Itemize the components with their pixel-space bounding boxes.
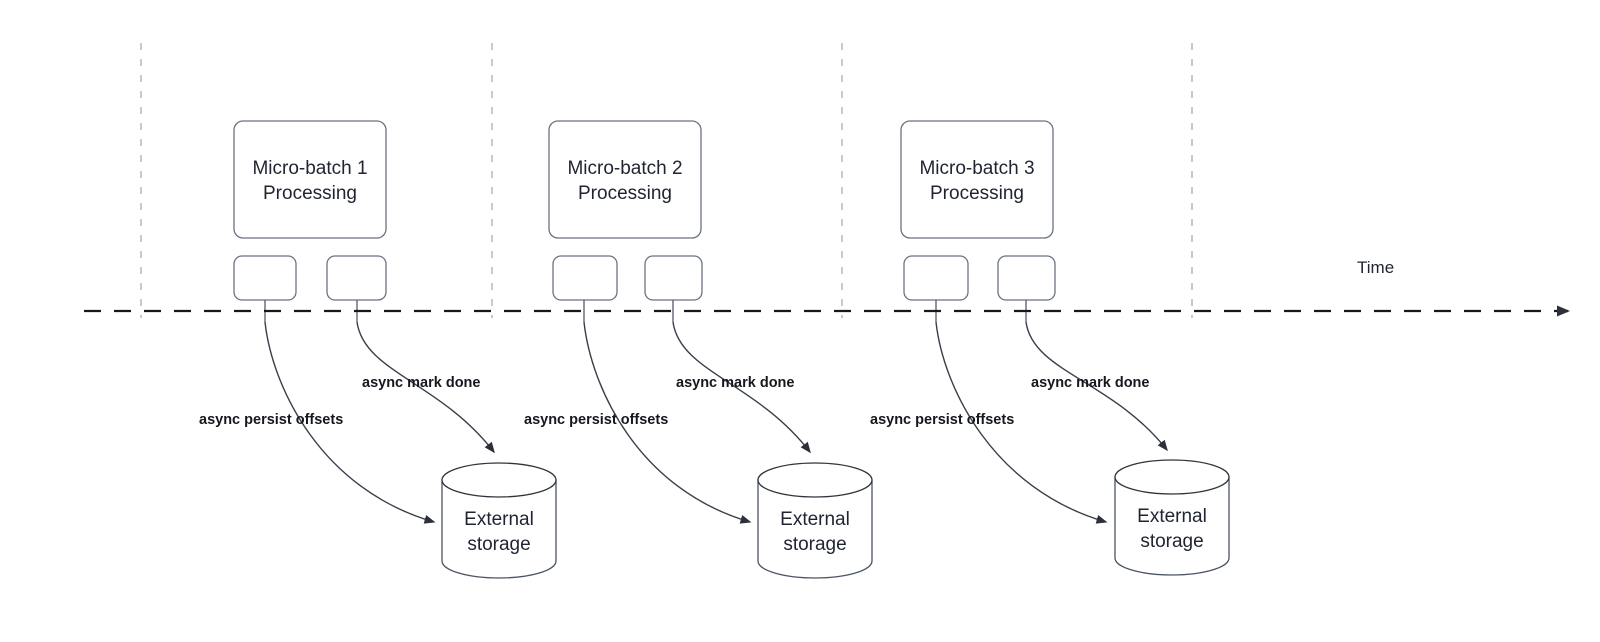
mark-done-1-label: async mark done	[362, 375, 480, 391]
persist-offsets-3-arrow	[935, 321, 1108, 524]
external-storage-cylinder-body[interactable]	[441, 479, 557, 579]
external-storage-cylinder-top	[1114, 459, 1230, 495]
time-axis-label: Time	[1357, 258, 1394, 277]
offset-marker-1a[interactable]	[233, 255, 297, 301]
offset-marker-3a[interactable]	[903, 255, 969, 301]
micro-batch-box-label-line2: Processing	[930, 183, 1024, 204]
guide-lines-group	[140, 43, 1193, 318]
micro-batch-box[interactable]	[548, 120, 702, 239]
micro-batch-box-label-line1: Micro-batch 1	[252, 158, 367, 179]
mark-done-2-label: async mark done	[676, 375, 794, 391]
external-storage-label-line1: External	[1137, 506, 1207, 527]
external-storage-label-line2: storage	[467, 534, 530, 555]
group-3: Micro-batch 3 Processing async persist off…	[870, 120, 1230, 576]
persist-offsets-2-arrow	[583, 321, 752, 524]
external-storage-label-line2: storage	[783, 534, 846, 555]
persist-offsets-2-label: async persist offsets	[524, 412, 668, 428]
micro-batch-box-label-line1: Micro-batch 2	[567, 158, 682, 179]
micro-batch-box-label-line2: Processing	[263, 183, 357, 204]
group-1: Micro-batch 1 Processing async persist off…	[199, 120, 557, 579]
micro-batch-box[interactable]	[233, 120, 387, 239]
offset-marker-2a[interactable]	[552, 255, 618, 301]
external-storage-label-line1: External	[464, 509, 534, 530]
micro-batch-box[interactable]	[900, 120, 1054, 239]
external-storage-cylinder-top	[757, 462, 873, 498]
external-storage-cylinder-top	[441, 462, 557, 498]
external-storage-cylinder-body[interactable]	[757, 479, 873, 579]
mark-done-3-label: async mark done	[1031, 375, 1149, 391]
offset-marker-1b[interactable]	[326, 255, 387, 301]
mark-done-1-arrow	[356, 321, 495, 454]
offset-marker-3b[interactable]	[997, 255, 1056, 301]
mark-done-2-arrow	[672, 321, 811, 454]
group-2: Micro-batch 2 Processing async persist off…	[524, 120, 873, 579]
external-storage-cylinder-body[interactable]	[1114, 476, 1230, 576]
external-storage-label-line1: External	[780, 509, 850, 530]
persist-offsets-3-label: async persist offsets	[870, 412, 1014, 428]
offset-marker-2b[interactable]	[644, 255, 703, 301]
persist-offsets-1-label: async persist offsets	[199, 412, 343, 428]
persist-offsets-1-arrow	[264, 321, 436, 524]
micro-batch-box-label-line1: Micro-batch 3	[919, 158, 1034, 179]
micro-batch-groups: Micro-batch 1 Processing async persist off…	[199, 120, 1230, 579]
external-storage-label-line2: storage	[1140, 531, 1203, 552]
mark-done-3-arrow	[1025, 321, 1168, 452]
micro-batch-box-label-line2: Processing	[578, 183, 672, 204]
